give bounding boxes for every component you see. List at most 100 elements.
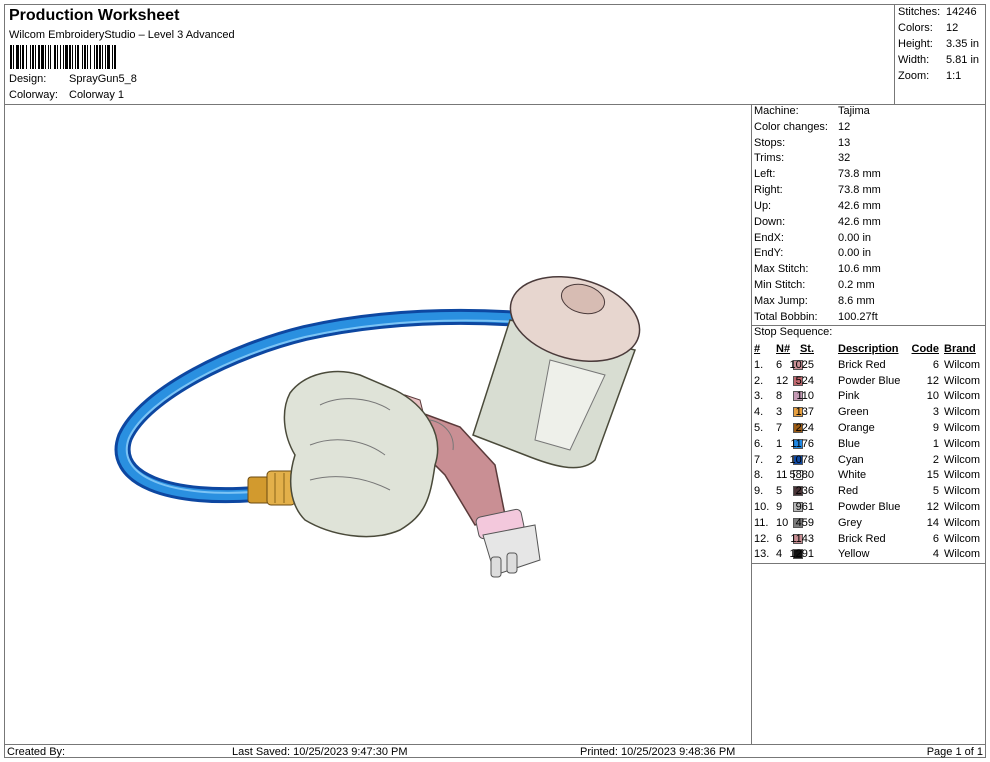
info-row: Stops:13 [754,137,850,149]
info-value: 73.8 mm [838,168,881,180]
row-number: 5. [754,421,764,434]
color-swatch [793,517,803,528]
stitch-count: 1078 [789,453,814,466]
stitch-count: 1176 [790,437,814,450]
row-number: 11. [754,516,769,529]
summary-label: Colors: [898,22,933,34]
color-description: Grey [838,516,862,529]
row-number: 2. [754,374,764,387]
software-name: Wilcom EmbroideryStudio – Level 3 Advanc… [9,29,235,41]
info-label: Up: [754,200,772,212]
info-label: EndY: [754,247,784,259]
info-value: Tajima [838,105,870,117]
page-title: Production Worksheet [9,7,180,24]
column-header: Description [838,343,899,355]
info-value: 0.00 in [838,232,872,244]
thread-code: 15 [926,469,939,482]
color-swatch [793,375,803,386]
row-number: 7. [754,453,764,466]
color-description: Cyan [838,453,864,466]
needle-number: 12 [776,374,789,387]
info-label: EndX: [754,232,784,244]
thread-code: 3 [932,406,939,419]
color-description: Orange [838,421,875,434]
thread-brand: Wilcom [944,469,981,482]
info-row: EndX: 0.00 in [754,232,871,244]
info-row: Max Jump:8.6 mm [754,295,875,307]
info-value: 100.27ft [838,311,878,323]
column-header: Brand [944,343,976,355]
summary-label: Width: [898,54,930,66]
colorway-row: Colorway:Colorway 1 [9,89,124,101]
needle-number: 10 [776,516,789,529]
info-label: Min Stitch: [754,279,806,291]
needle-number: 9 [776,500,783,513]
stitch-count: 459 [795,516,814,529]
stitch-count: 110 [796,390,814,403]
design-preview [114,276,641,578]
stitch-count: 236 [795,485,814,498]
needle-number: 4 [776,548,783,561]
summary-label: Height: [898,38,933,50]
thread-brand: Wilcom [944,437,981,450]
table-header: # N# St. Description Code Brand [752,342,986,358]
summary-value: 1:1 [946,70,962,82]
color-swatch [793,454,803,465]
color-description: Green [838,406,869,419]
thread-brand: Wilcom [944,500,981,513]
color-description: Yellow [838,548,870,561]
header-divider [4,104,986,105]
color-swatch [793,438,803,449]
column-header: St. [799,343,814,355]
thread-code: 6 [932,358,939,371]
info-value: 42.6 mm [838,200,881,212]
info-row: Machine:Tajima [754,105,870,117]
thread-code: 1 [932,437,939,450]
row-number: 13. [754,548,770,561]
stitch-count: 1025 [789,358,814,371]
row-number: 1. [754,358,764,371]
needle-number: 7 [776,421,783,434]
row-number: 4. [754,406,764,419]
design-row: Design:SprayGun5_8 [9,73,137,85]
summary-label: Zoom: [898,70,930,82]
info-label: Trims: [754,152,785,164]
info-value: 42.6 mm [838,216,881,228]
row-number: 9. [754,485,764,498]
color-description: Brick Red [838,358,886,371]
thread-code: 14 [926,516,939,529]
summary-row: Colors:12 [898,22,958,34]
color-swatch [793,533,803,544]
info-value: 10.6 mm [838,263,881,275]
thread-code: 6 [932,532,939,545]
info-label: Left: [754,168,776,180]
summary-row: Zoom: 1:1 [898,70,961,82]
thread-code: 10 [926,390,939,403]
barcode [10,45,116,69]
design-summary: Stitches:14246 Colors:12 Height:3.35 in … [894,4,986,104]
worksheet-frame [4,4,986,758]
info-value: 32 [838,152,851,164]
row-number: 12. [754,532,770,545]
thread-code: 9 [932,421,939,434]
info-label: Down: [754,216,786,228]
color-description: Powder Blue [838,500,901,513]
printed-date: Printed: 10/25/2023 9:48:36 PM [580,746,736,758]
info-label: Max Jump: [754,295,808,307]
row-number: 10. [754,500,770,513]
info-row: Total Bobbin:100.27ft [754,311,878,323]
color-swatch [793,359,803,370]
thread-brand: Wilcom [944,358,981,371]
color-swatch [793,407,803,418]
color-description: Powder Blue [838,374,901,387]
color-swatch [793,501,803,512]
